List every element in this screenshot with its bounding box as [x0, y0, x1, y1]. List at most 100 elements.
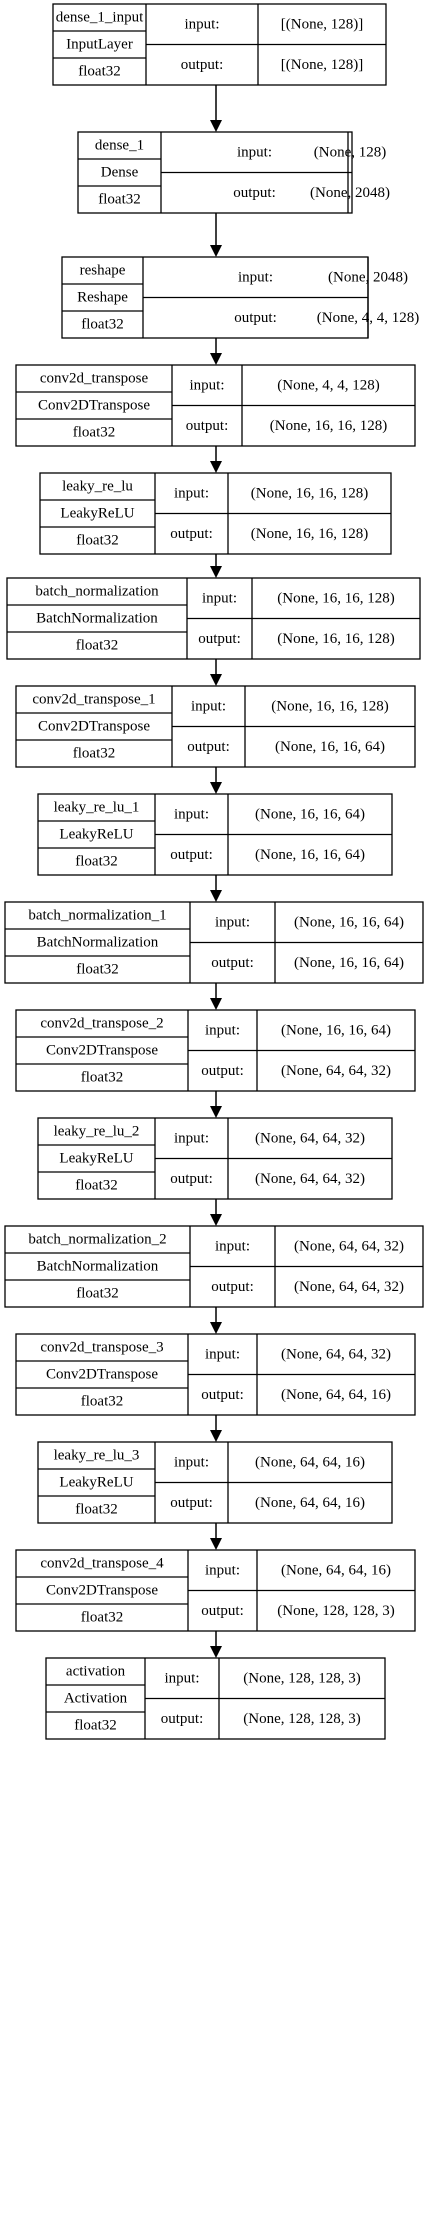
- layer-name: leaky_re_lu_2: [54, 1124, 140, 1140]
- input-label: input:: [215, 914, 250, 930]
- connector-arrow: [210, 1631, 222, 1658]
- connector-arrow: [210, 338, 222, 365]
- output-label: output:: [198, 631, 241, 647]
- input-label: input:: [205, 1562, 240, 1578]
- layer-name: conv2d_transpose_2: [40, 1016, 163, 1032]
- arrow-head: [210, 782, 222, 794]
- input-shape: (None, 4, 4, 128): [277, 377, 379, 393]
- output-shape: (None, 4, 4, 128): [317, 310, 419, 326]
- layer-node: activationActivationfloat32input:output:…: [45, 1657, 386, 1740]
- output-label: output:: [234, 310, 277, 326]
- layer-dtype: float32: [76, 1286, 119, 1302]
- layer-name: conv2d_transpose: [40, 371, 149, 387]
- output-shape: (None, 64, 64, 32): [281, 1063, 391, 1079]
- connector-arrow: [210, 1307, 222, 1334]
- connector-arrow: [210, 875, 222, 902]
- input-label: input:: [174, 1454, 209, 1470]
- output-shape: (None, 64, 64, 16): [255, 1495, 365, 1511]
- layer-type: Conv2DTranspose: [38, 398, 150, 414]
- output-shape: (None, 64, 64, 32): [294, 1279, 404, 1295]
- input-label: input:: [205, 1022, 240, 1038]
- input-shape: (None, 64, 64, 16): [255, 1454, 365, 1470]
- layer-name: dense_1: [95, 138, 144, 154]
- layer-type: LeakyReLU: [59, 827, 133, 843]
- layer-type: LeakyReLU: [59, 1151, 133, 1167]
- output-label: output:: [201, 1387, 244, 1403]
- layer-dtype: float32: [75, 854, 118, 870]
- arrow-head: [210, 998, 222, 1010]
- layer-name: conv2d_transpose_3: [40, 1340, 163, 1356]
- layer-name: conv2d_transpose_4: [40, 1556, 164, 1572]
- input-shape: (None, 16, 16, 64): [281, 1022, 391, 1038]
- arrow-head: [210, 1106, 222, 1118]
- output-shape: (None, 128, 128, 3): [243, 1711, 360, 1727]
- connector-arrow: [210, 1523, 222, 1550]
- arrow-head: [210, 674, 222, 686]
- output-shape: (None, 16, 16, 64): [275, 739, 385, 755]
- arrow-head: [210, 120, 222, 132]
- connector-arrow: [210, 1091, 222, 1118]
- layer-type: Activation: [64, 1691, 128, 1707]
- layer-node: leaky_re_lu_2LeakyReLUfloat32input:outpu…: [37, 1117, 393, 1200]
- output-label: output:: [187, 739, 230, 755]
- layer-dtype: float32: [76, 638, 119, 654]
- layer-name: leaky_re_lu: [62, 479, 133, 495]
- layer-type: Conv2DTranspose: [46, 1367, 158, 1383]
- layer-node: dense_1_inputInputLayerfloat32input:outp…: [52, 3, 387, 86]
- arrow-head: [210, 1430, 222, 1442]
- layer-type: Conv2DTranspose: [46, 1043, 158, 1059]
- input-label: input:: [184, 16, 219, 32]
- layer-dtype: float32: [73, 425, 116, 441]
- input-shape: (None, 2048): [328, 269, 408, 285]
- input-shape: (None, 64, 64, 16): [281, 1562, 391, 1578]
- output-shape: [(None, 128)]: [281, 57, 363, 73]
- layer-name: batch_normalization_2: [28, 1232, 166, 1248]
- layer-dtype: float32: [81, 1394, 124, 1410]
- layer-node: conv2d_transpose_2Conv2DTransposefloat32…: [15, 1009, 416, 1092]
- layer-name: leaky_re_lu_1: [54, 800, 140, 816]
- layer-name: leaky_re_lu_3: [54, 1448, 140, 1464]
- input-shape: (None, 128): [314, 144, 386, 160]
- input-label: input:: [205, 1346, 240, 1362]
- layer-type: Conv2DTranspose: [46, 1583, 158, 1599]
- input-label: input:: [174, 485, 209, 501]
- connector-arrow: [210, 1415, 222, 1442]
- output-shape: (None, 16, 16, 128): [277, 631, 394, 647]
- connector-arrow: [210, 446, 222, 473]
- layer-node: conv2d_transpose_4Conv2DTransposefloat32…: [15, 1549, 416, 1632]
- output-label: output:: [170, 526, 213, 542]
- output-label: output:: [186, 418, 229, 434]
- output-label: output:: [170, 847, 213, 863]
- output-shape: (None, 16, 16, 128): [270, 418, 387, 434]
- input-label: input:: [174, 806, 209, 822]
- output-label: output:: [170, 1495, 213, 1511]
- connector-arrow: [210, 983, 222, 1010]
- layer-dtype: float32: [75, 1178, 118, 1194]
- layer-name: batch_normalization_1: [28, 908, 166, 924]
- layer-type: Conv2DTranspose: [38, 719, 150, 735]
- layer-type: BatchNormalization: [37, 1259, 159, 1275]
- arrow-head: [210, 1214, 222, 1226]
- layer-node: conv2d_transpose_1Conv2DTransposefloat32…: [15, 685, 416, 768]
- connector-arrow: [210, 767, 222, 794]
- output-shape: (None, 64, 64, 16): [281, 1387, 391, 1403]
- layer-type: BatchNormalization: [37, 935, 159, 951]
- arrow-head: [210, 1322, 222, 1334]
- output-shape: (None, 16, 16, 64): [294, 955, 404, 971]
- output-shape: (None, 128, 128, 3): [277, 1603, 394, 1619]
- input-shape: (None, 64, 64, 32): [255, 1130, 365, 1146]
- layer-dtype: float32: [73, 746, 116, 762]
- connector-arrow: [210, 213, 222, 257]
- output-label: output:: [170, 1171, 213, 1187]
- layer-name: batch_normalization: [35, 584, 159, 600]
- arrow-head: [210, 566, 222, 578]
- input-shape: (None, 16, 16, 64): [255, 806, 365, 822]
- input-shape: (None, 64, 64, 32): [281, 1346, 391, 1362]
- output-label: output:: [181, 57, 224, 73]
- arrow-head: [210, 461, 222, 473]
- layer-node: batch_normalization_1BatchNormalizationf…: [4, 901, 424, 984]
